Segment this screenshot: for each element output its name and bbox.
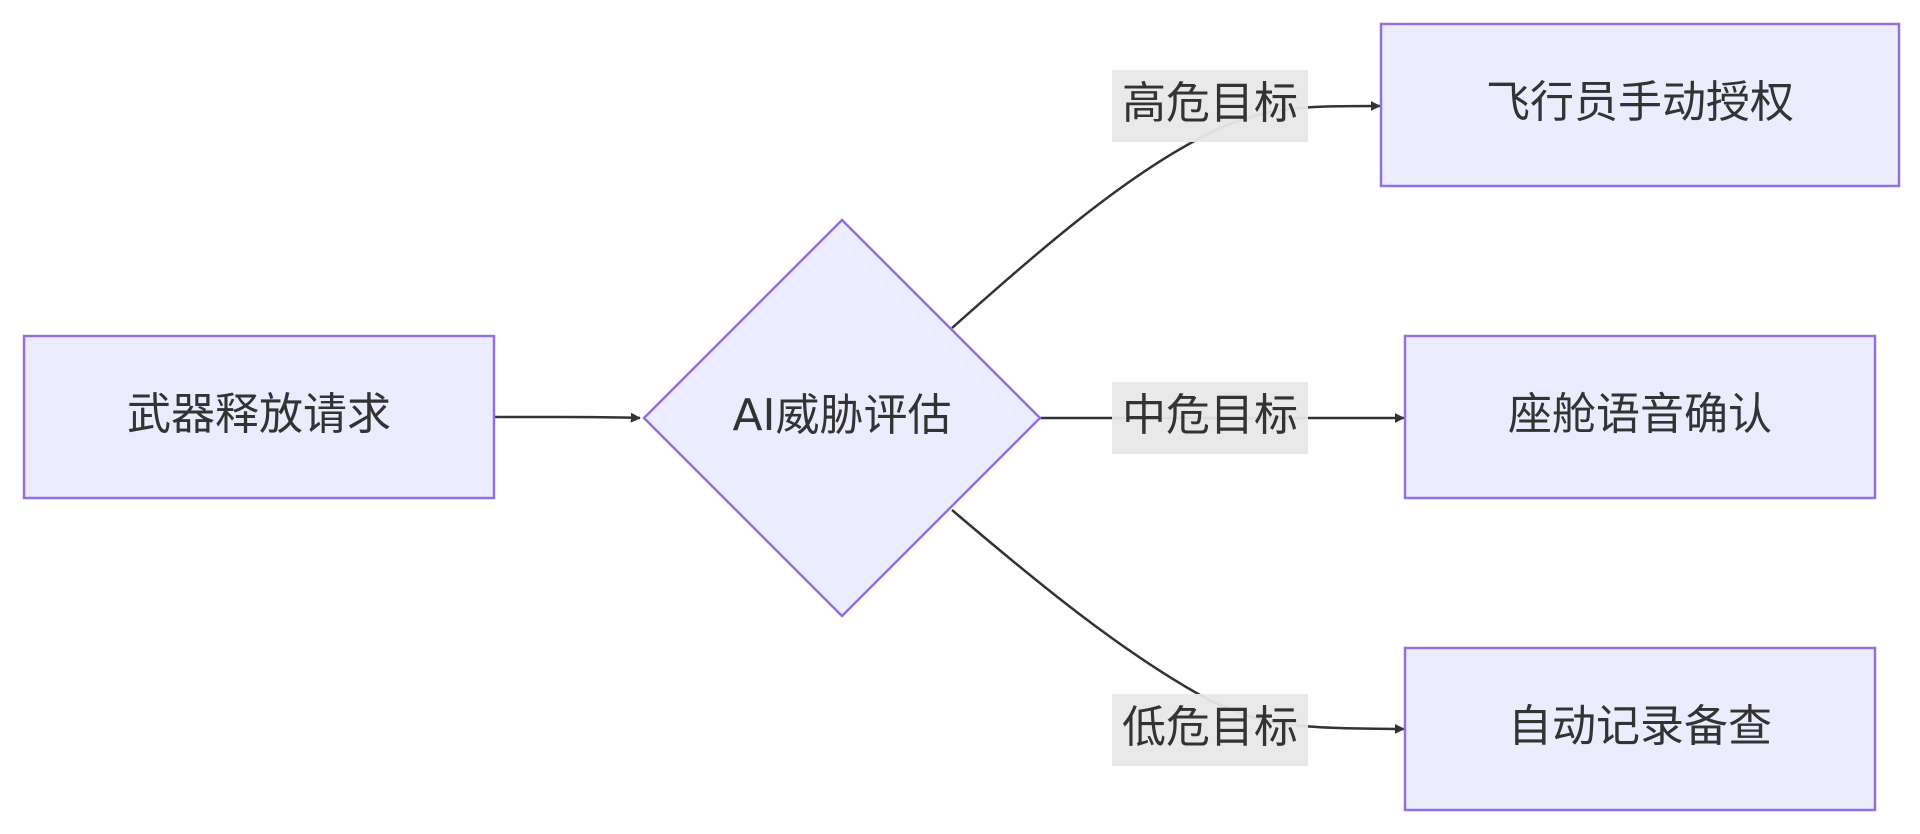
edge-label-background xyxy=(1112,70,1308,142)
decision-diamond xyxy=(642,218,1042,618)
edge-label-text: 低危目标 xyxy=(1122,702,1298,753)
edge-label-background xyxy=(1112,694,1308,766)
edge-low-threat xyxy=(951,509,1405,734)
node-cockpit-voice-confirmation: 座舱语音确认 xyxy=(1403,334,1877,500)
node-box xyxy=(1403,646,1877,812)
node-label: 自动记录备查 xyxy=(1508,701,1772,752)
node-box xyxy=(1379,22,1901,188)
node-pilot-manual-authorization: 飞行员手动授权 xyxy=(1379,22,1901,188)
node-box xyxy=(22,334,496,500)
node-auto-log-archive: 自动记录备查 xyxy=(1403,646,1877,812)
node-weapon-release-request: 武器释放请求 xyxy=(22,334,496,500)
edge-label-background xyxy=(1112,382,1308,454)
node-ai-threat-assessment: AI威胁评估 xyxy=(642,218,1042,618)
edge-label-text: 高危目标 xyxy=(1122,78,1298,129)
node-box xyxy=(1403,334,1877,500)
node-label: 座舱语音确认 xyxy=(1508,389,1772,440)
node-label: 飞行员手动授权 xyxy=(1486,77,1794,128)
node-label: 武器释放请求 xyxy=(127,389,391,440)
edge-label-low: 低危目标 xyxy=(1112,694,1308,766)
node-label: AI威胁评估 xyxy=(732,390,951,441)
edge-label-high: 高危目标 xyxy=(1112,70,1308,142)
edge-label-text: 中危目标 xyxy=(1122,390,1298,441)
edge-request-to-assessment xyxy=(494,412,641,423)
edge-label-medium: 中危目标 xyxy=(1112,382,1308,454)
